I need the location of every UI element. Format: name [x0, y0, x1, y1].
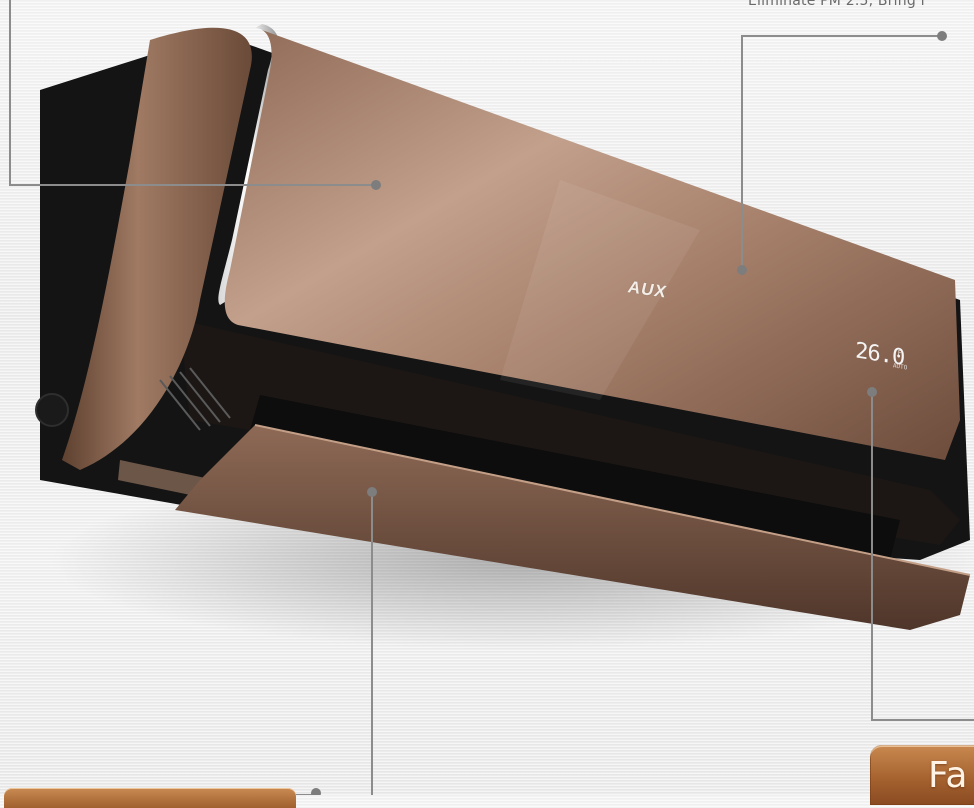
mode-indicator: AUTO	[892, 362, 908, 372]
vent-fins	[159, 367, 231, 431]
feature-badge: Fa	[870, 745, 974, 805]
louver-flap	[175, 425, 970, 630]
front-panel	[224, 30, 960, 460]
side-knob	[35, 393, 69, 427]
feature-tab-bottom-left	[4, 788, 296, 808]
temperature-unit: °F	[893, 348, 902, 358]
callout-dots	[311, 31, 947, 795]
panel-reflection	[500, 180, 700, 400]
underside-band	[180, 320, 960, 545]
air-outlet	[250, 395, 900, 560]
feature-badge-label: Fa	[928, 755, 968, 796]
louver-edge	[254, 424, 971, 576]
chrome-trim	[218, 24, 280, 305]
side-vent-cap	[118, 460, 215, 498]
feature-caption: Eliminate PM 2.5, Bring f	[748, 0, 926, 9]
callout-lines	[9, 0, 974, 795]
side-cheek	[62, 27, 252, 471]
